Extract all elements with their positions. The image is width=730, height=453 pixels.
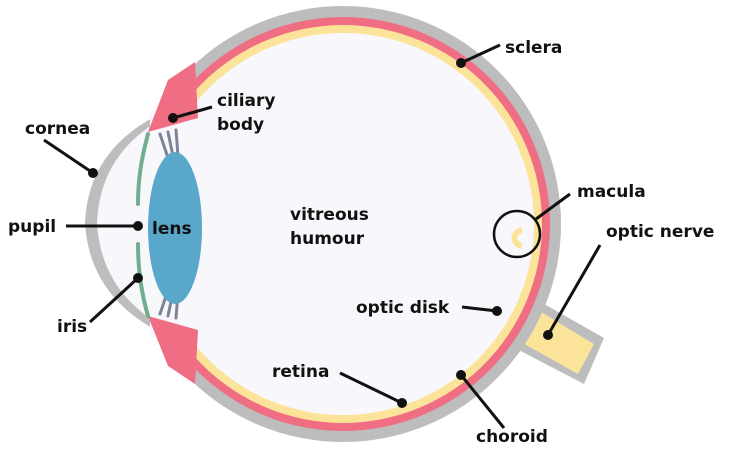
label-lens: lens [152, 219, 192, 239]
label-vitreous-line2: humour [290, 229, 365, 249]
label-ciliary-body-line2: body [217, 115, 264, 135]
label-sclera: sclera [505, 38, 562, 58]
label-macula: macula [577, 182, 646, 202]
label-optic-disk: optic disk [356, 298, 450, 318]
label-vitreous-line1: vitreous [290, 205, 369, 225]
label-retina: retina [272, 362, 329, 382]
label-ciliary-body-line1: ciliary [217, 91, 276, 111]
label-pupil: pupil [8, 217, 56, 237]
cornea-leader [44, 140, 93, 173]
label-optic-nerve: optic nerve [606, 222, 714, 242]
label-iris: iris [57, 317, 87, 337]
label-cornea: cornea [25, 119, 90, 139]
label-choroid: choroid [476, 427, 548, 447]
